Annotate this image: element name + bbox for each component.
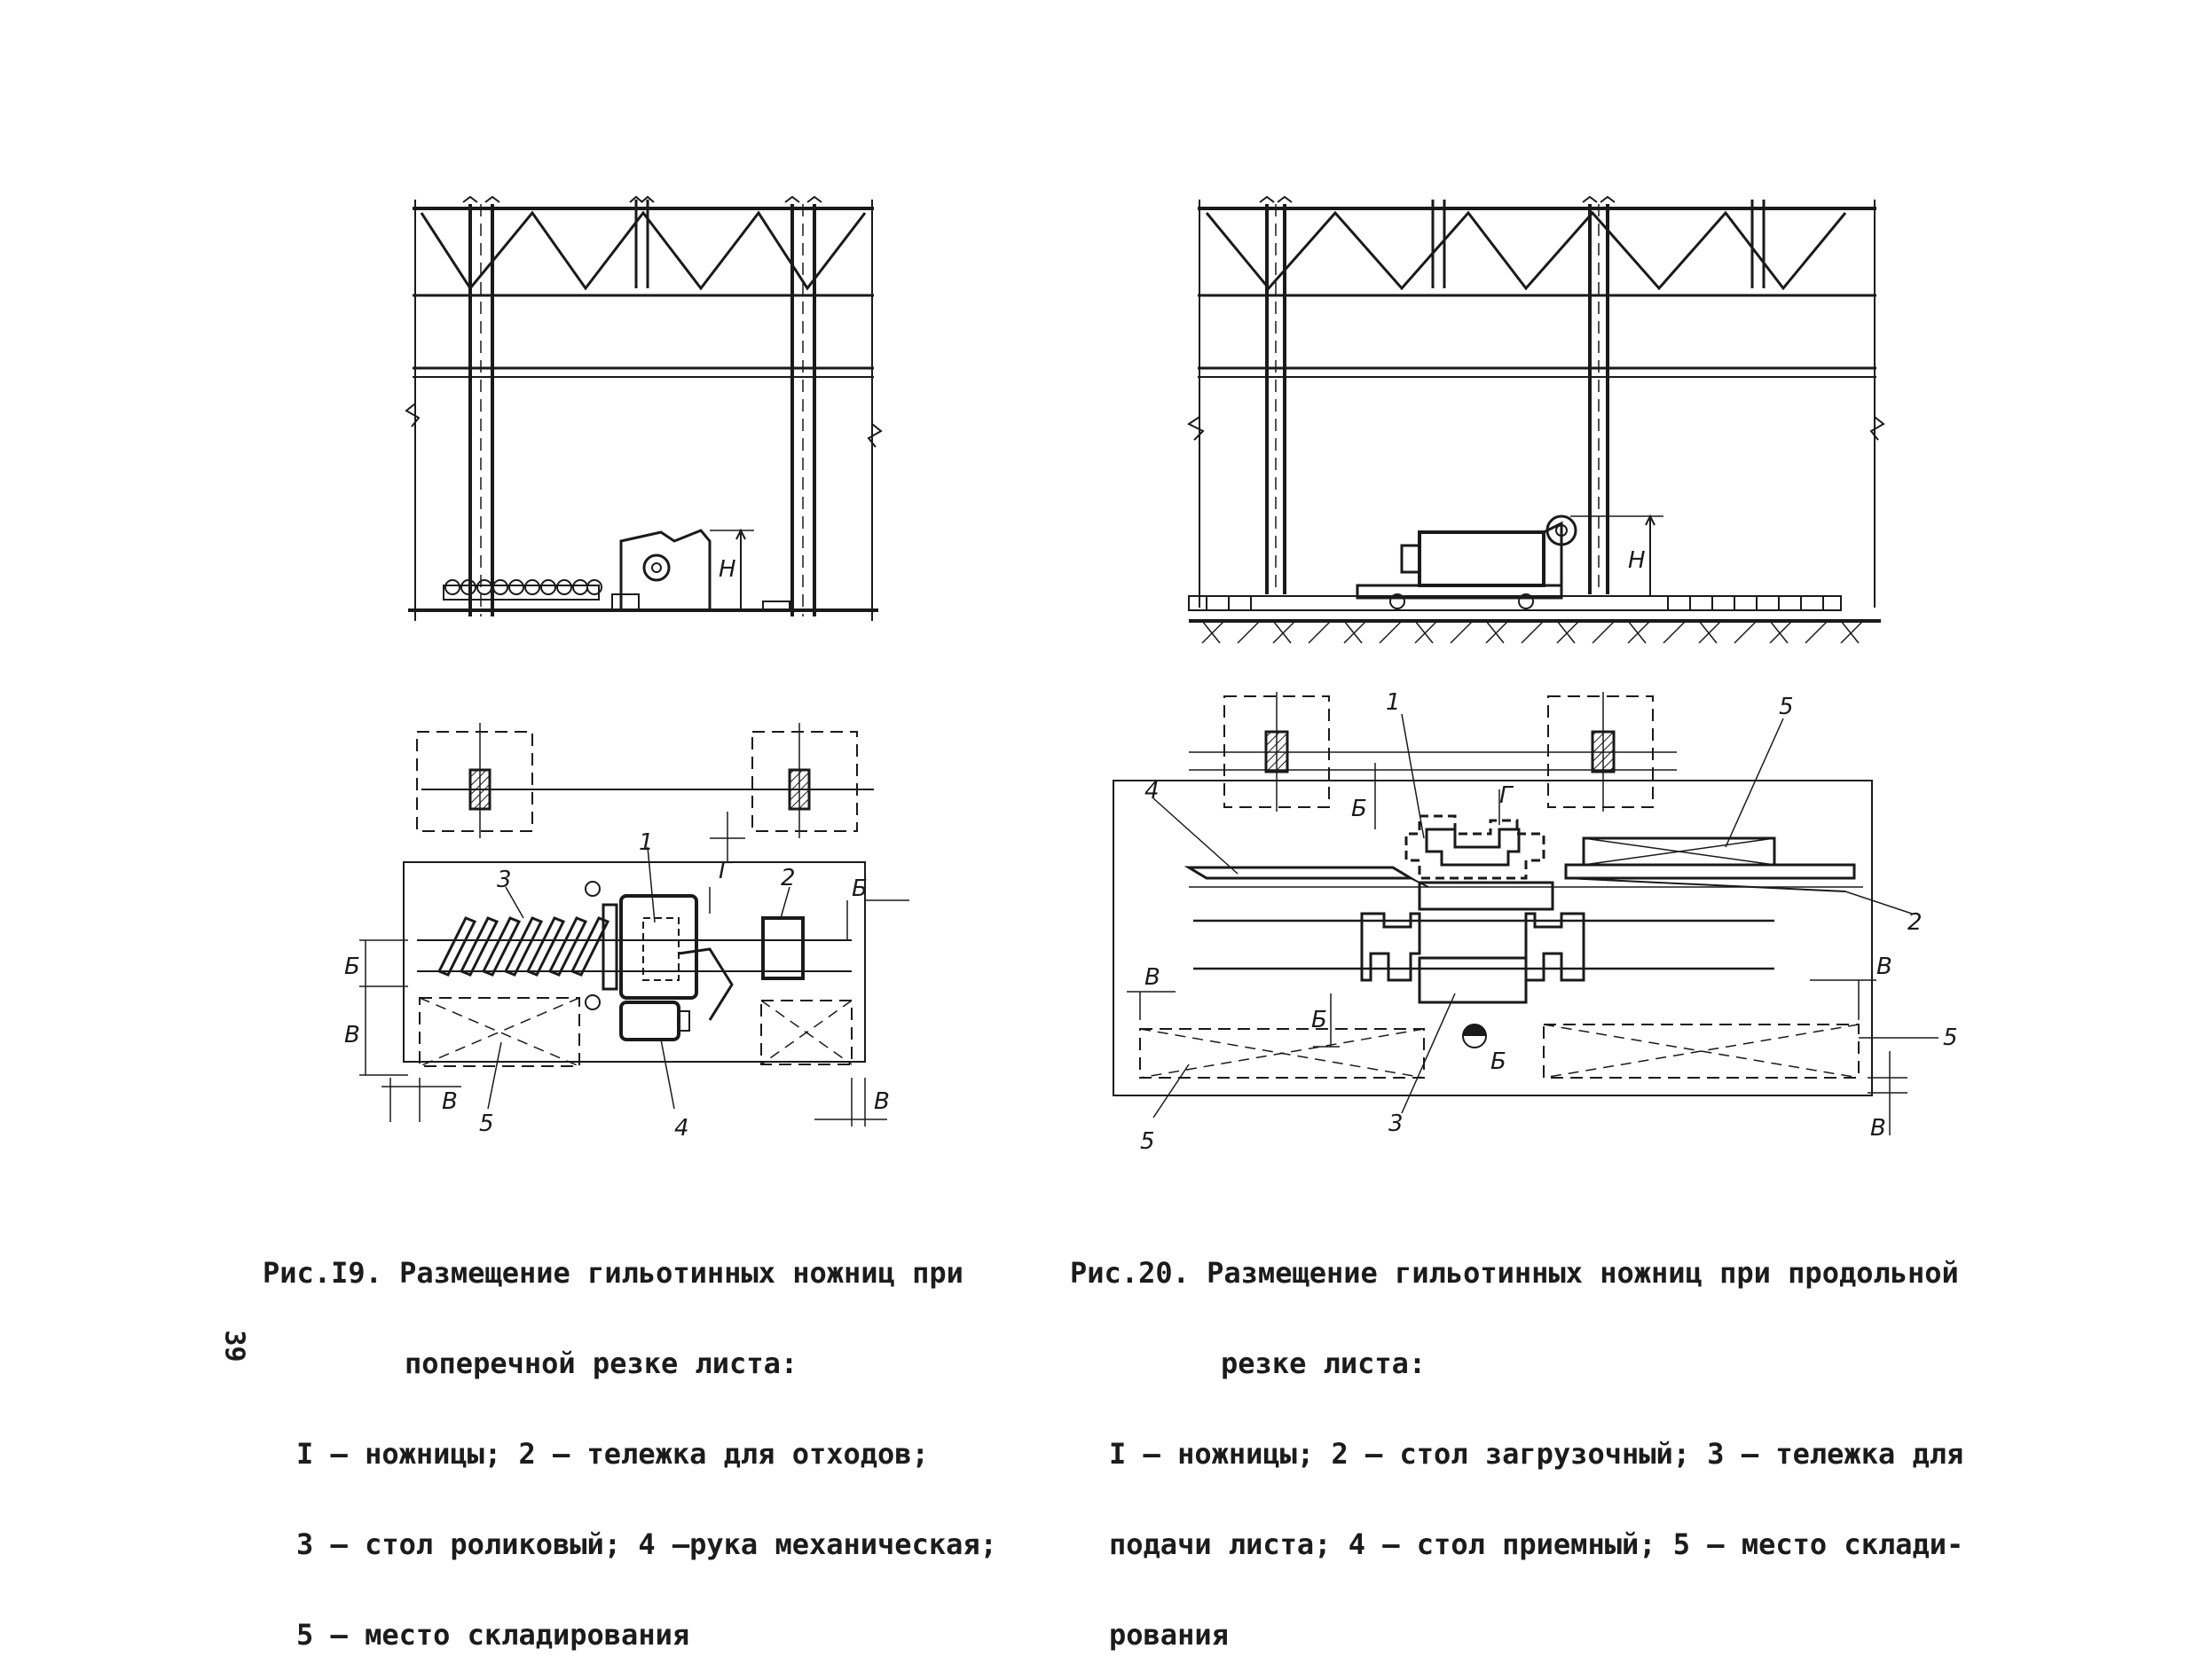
fig19-title-cont: поперечной резке листа: — [405, 1346, 798, 1380]
fig20-dim-b-mid: Б — [1311, 1007, 1327, 1033]
fig19-legend-3: 5 – место складирования — [296, 1618, 690, 1652]
fig20-plan: 1 2 3 4 5 5 5 Б Г Б Б В В В — [1113, 689, 1958, 1155]
fig19-title: Рис.I9. Размещение гильотинных ножниц пр… — [263, 1256, 963, 1290]
fig20-dim-v-right: В — [1876, 954, 1892, 980]
fig19-plan: 1 2 3 4 5 Г Б Б В В В — [344, 723, 909, 1142]
fig20-dim-b-top: Б — [1351, 796, 1367, 822]
fig20-dim-l: Г — [1499, 782, 1514, 809]
fig19-label-5: 5 — [479, 1111, 494, 1137]
fig20-title-cont: резке листа: — [1221, 1346, 1427, 1380]
fig20-legend-2: подачи листа; 4 – стол приемный; 5 – мес… — [1109, 1527, 1964, 1561]
fig20-label-4: 4 — [1144, 778, 1160, 805]
fig20-dim-b-bottom: Б — [1490, 1048, 1506, 1075]
fig20-label-3: 3 — [1388, 1111, 1404, 1137]
fig20-label-5-bottom: 5 — [1140, 1128, 1155, 1155]
fig19-legend-2: 3 – стол роликовый; 4 –рука механическая… — [296, 1527, 997, 1561]
fig19-dim-v-left: В — [344, 1022, 360, 1048]
fig19-label-2: 2 — [781, 865, 796, 891]
fig19-dim-l: Г — [719, 858, 734, 884]
fig20-legend-3: рования — [1109, 1618, 1229, 1652]
fig20-dim-h: Н — [1628, 547, 1646, 574]
fig19-dim-h: Н — [719, 556, 736, 583]
fig20-label-1: 1 — [1386, 689, 1401, 716]
fig19-label-1: 1 — [639, 829, 654, 856]
fig20-label-2: 2 — [1907, 909, 1923, 936]
fig19-legend-1: I – ножницы; 2 – тележка для отходов; — [296, 1437, 929, 1471]
fig20-dim-v-left: В — [1144, 964, 1160, 991]
fig20-label-5-top: 5 — [1779, 694, 1794, 720]
fig20-legend-1: I – ножницы; 2 – стол загрузочный; 3 – т… — [1109, 1437, 1964, 1471]
fig19-dim-b-left: Б — [344, 954, 360, 980]
fig20-dim-v-bottom: В — [1870, 1115, 1886, 1142]
fig20-caption: Рис.20. Размещение гильотинных ножниц пр… — [1070, 1197, 1963, 1680]
fig19-dim-b-top: Б — [852, 875, 868, 902]
fig19-elevation: Н — [405, 195, 883, 621]
fig20-label-5-right: 5 — [1943, 1024, 1958, 1051]
fig20-elevation: Н — [1187, 195, 1885, 644]
fig19-label-3: 3 — [497, 867, 512, 893]
fig19-dim-v-bottom-right: В — [874, 1088, 890, 1115]
page-number: 39 — [218, 1330, 250, 1362]
fig20-title: Рис.20. Размещение гильотинных ножниц пр… — [1070, 1256, 1959, 1290]
fig19-dim-v-bottom-left: В — [442, 1088, 458, 1115]
technical-drawing: Н — [344, 195, 1958, 1155]
fig19-label-4: 4 — [674, 1115, 689, 1142]
fig19-caption: Рис.I9. Размещение гильотинных ножниц пр… — [263, 1197, 997, 1680]
